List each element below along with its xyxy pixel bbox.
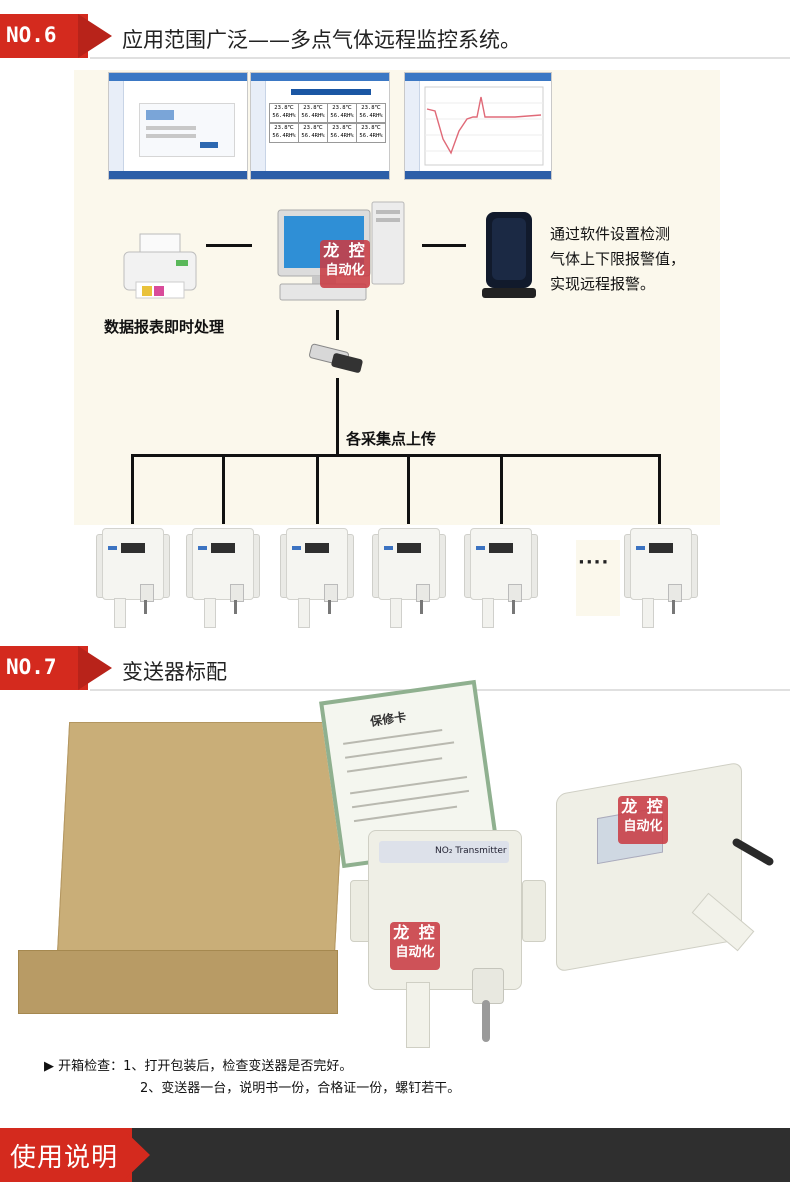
drop-line-5: [500, 454, 503, 524]
watermark-line-1: 龙 控: [621, 797, 665, 816]
bus-caption: 各采集点上传: [346, 430, 437, 448]
alarm-text-line-3: 实现远程报警。: [550, 275, 656, 293]
computer-to-converter-line: [336, 310, 339, 340]
usage-instructions-banner: 使用说明: [0, 1128, 790, 1182]
unboxing-notes: ▶ 开箱检查：1、打开包装后，检查变送器是否完好。 2、变送器一台，说明书一份，…: [44, 1056, 460, 1100]
cable-gland: [472, 968, 504, 1004]
readout-temperature: 23.8℃: [361, 125, 381, 131]
readout-temperature: 23.8℃: [274, 105, 294, 111]
readout-temperature: 23.8℃: [332, 125, 352, 131]
section-6-number: NO.6: [6, 23, 57, 47]
unboxing-note-line-1: ▶ 开箱检查：1、打开包装后，检查变送器是否完好。: [44, 1059, 353, 1074]
watermark-line-2: 自动化: [395, 945, 435, 960]
drop-line-6: [658, 454, 661, 524]
alarm-speaker-icon: [482, 212, 536, 298]
readout-humidity: 56.4RH%: [301, 133, 325, 139]
watermark-line-2: 自动化: [623, 819, 663, 834]
brand-watermark: 龙 控 自动化: [618, 796, 668, 844]
drop-line-3: [316, 454, 319, 524]
watermark-line-1: 龙 控: [323, 241, 367, 260]
readout-temperature: 23.8℃: [303, 125, 323, 131]
readout-humidity: 56.4RH%: [330, 113, 354, 119]
sensor-probe: [406, 982, 430, 1048]
brand-watermark: 龙 控 自动化: [320, 240, 370, 288]
printer-icon: [123, 233, 197, 299]
readout-humidity: 56.4RH%: [359, 133, 383, 139]
unboxing-note-line-2: 2、变送器一台，说明书一份，合格证一份，螺钉若干。: [140, 1081, 461, 1096]
transmitter-side-view: [556, 761, 742, 973]
readout-cell: 23.8℃ 56.4RH%: [298, 103, 328, 123]
readout-humidity: 56.4RH%: [272, 113, 296, 119]
printer-link-line: [206, 244, 252, 247]
readout-cell: 23.8℃ 56.4RH%: [269, 123, 299, 143]
field-transmitter: [624, 524, 698, 632]
trend-curve-graphic: [424, 86, 544, 166]
field-transmitter: [280, 524, 354, 632]
bus-line: [131, 454, 661, 457]
alarm-text-line-2: 气体上下限报警值，: [550, 250, 686, 268]
readout-humidity: 56.4RH%: [301, 113, 325, 119]
login-form-image: [139, 103, 235, 157]
field-transmitter: [464, 524, 538, 632]
software-screenshot-login: [108, 72, 248, 180]
section-6-badge: NO.6: [0, 14, 112, 58]
alarm-description: 通过软件设置检测 气体上下限报警值， 实现远程报警。: [550, 222, 685, 297]
drop-line-4: [407, 454, 410, 524]
readout-cell: 23.8℃ 56.4RH%: [298, 123, 328, 143]
watermark-line-1: 龙 控: [393, 923, 437, 942]
field-transmitter: [372, 524, 446, 632]
transmitter-model-label: NO₂ Transmitter: [435, 846, 507, 856]
section-7-title: 变送器标配: [122, 660, 227, 684]
alarm-link-line: [422, 244, 466, 247]
drop-line-1: [131, 454, 134, 524]
software-screenshot-curve: [404, 72, 552, 180]
more-devices-ellipsis: ····: [578, 552, 610, 573]
cable: [482, 1000, 490, 1042]
readout-cell: 23.8℃ 56.4RH%: [327, 103, 357, 123]
section-6-header: NO.6 应用范围广泛——多点气体远程监控系统。: [0, 14, 790, 59]
section-7-header: NO.7 变送器标配: [0, 646, 790, 691]
brand-watermark: 龙 控 自动化: [390, 922, 440, 970]
readout-humidity: 56.4RH%: [359, 113, 383, 119]
readout-humidity: 56.4RH%: [272, 133, 296, 139]
readout-temperature: 23.8℃: [361, 105, 381, 111]
warranty-card-title: 保修卡: [369, 709, 408, 729]
alarm-text-line-1: 通过软件设置检测: [550, 225, 671, 243]
readout-cell: 23.8℃ 56.4RH%: [327, 123, 357, 143]
field-transmitter: [186, 524, 260, 632]
transmitter-mount-ear: [522, 880, 546, 942]
readout-temperature: 23.8℃: [332, 105, 352, 111]
readout-temperature: 23.8℃: [274, 125, 294, 131]
field-transmitter: [96, 524, 170, 632]
readout-humidity: 56.4RH%: [330, 133, 354, 139]
more-devices-placeholder: ····: [576, 540, 620, 616]
cardboard-box-side: [18, 950, 338, 1014]
usage-instructions-title: 使用说明: [10, 1143, 119, 1173]
section-6-title: 应用范围广泛——多点气体远程监控系统。: [122, 28, 521, 52]
printer-caption: 数据报表即时处理: [104, 318, 225, 336]
readout-temperature: 23.8℃: [303, 105, 323, 111]
drop-line-2: [222, 454, 225, 524]
readout-cell: 23.8℃ 56.4RH%: [356, 103, 386, 123]
converter-icon: [309, 343, 363, 373]
section-divider: [90, 57, 790, 59]
converter-to-bus-line: [336, 378, 339, 454]
watermark-line-2: 自动化: [325, 263, 365, 278]
readout-cell: 23.8℃ 56.4RH%: [356, 123, 386, 143]
readout-cell: 23.8℃ 56.4RH%: [269, 103, 299, 123]
section-7-badge: NO.7: [0, 646, 112, 690]
section-7-number: NO.7: [6, 655, 57, 679]
